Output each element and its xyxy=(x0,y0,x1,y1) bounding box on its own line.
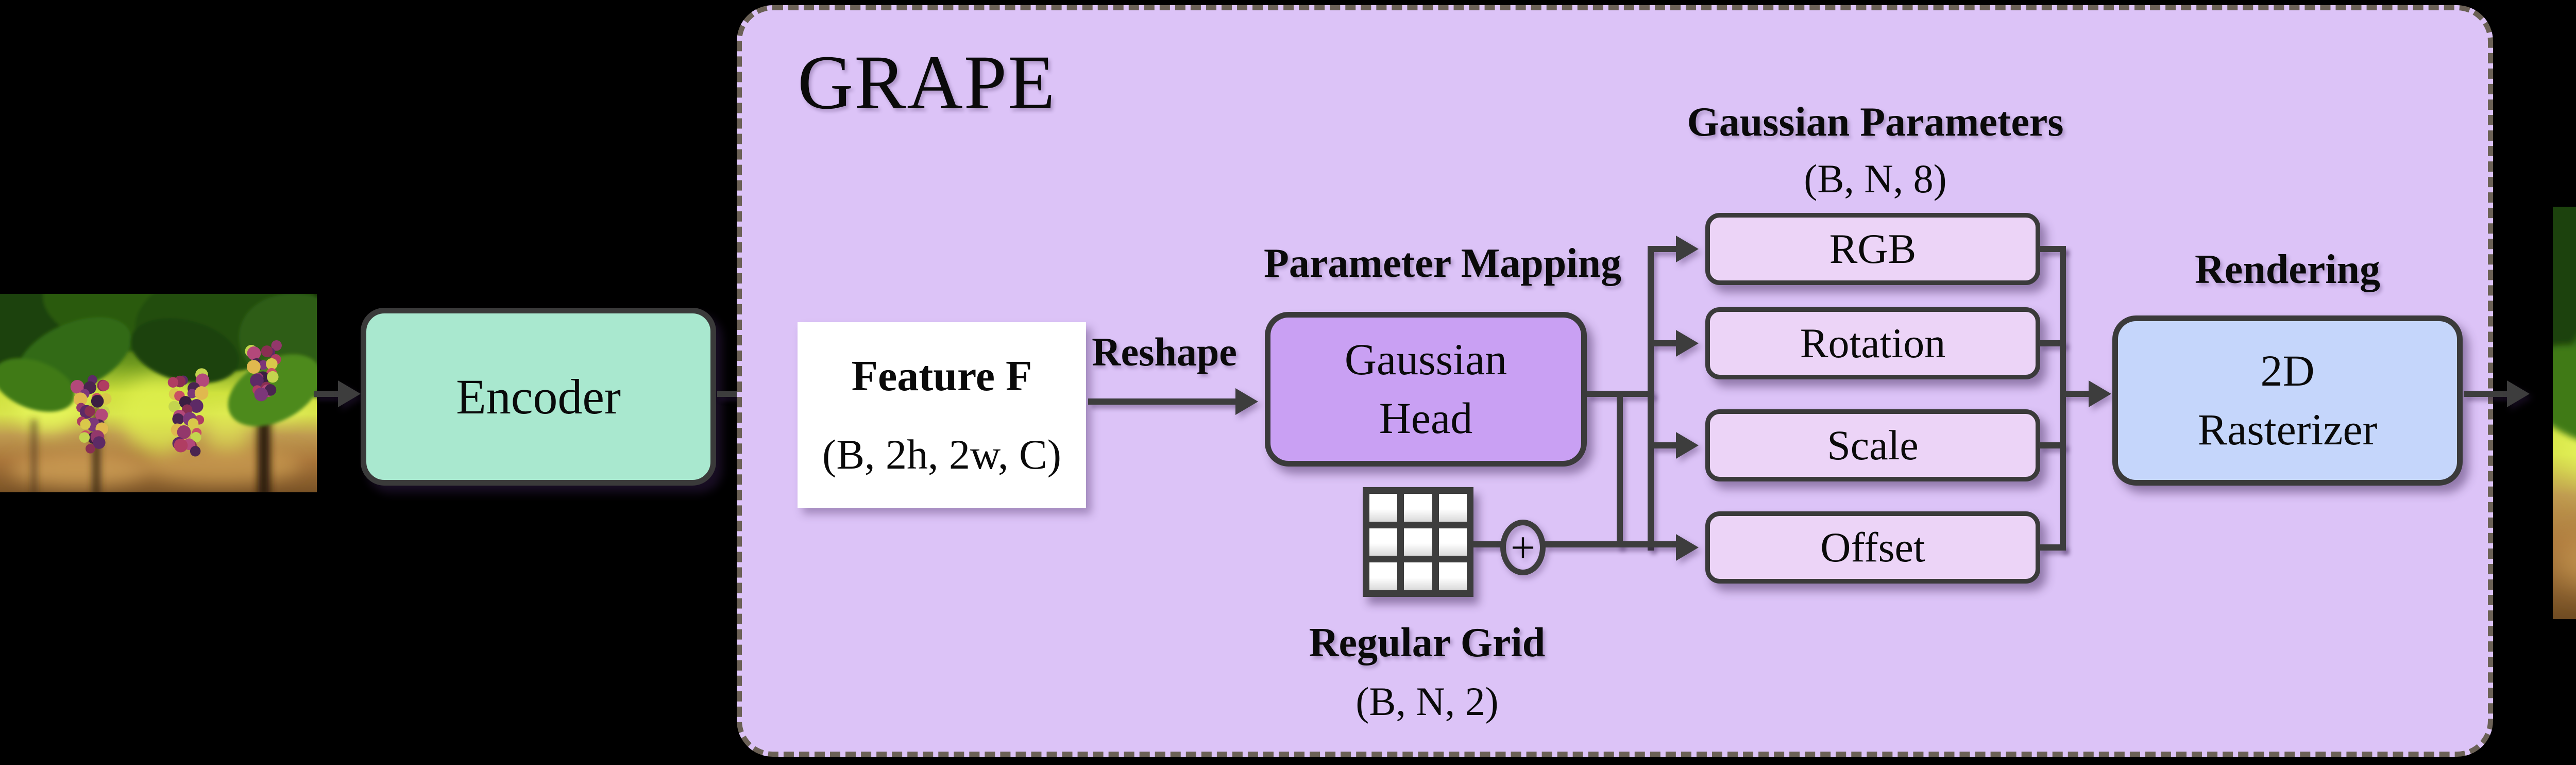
line-plus-to-offset xyxy=(1545,541,1677,547)
regular-grid-shape: (B, N, 2) xyxy=(1355,679,1499,724)
line-to-rasterizer xyxy=(2063,391,2090,397)
feature-box: Feature F (B, 2h, 2w, C) xyxy=(798,322,1086,508)
arrowhead-input-to-encoder xyxy=(338,380,361,407)
arrowhead-reshape xyxy=(1235,388,1258,415)
param-label-rgb: RGB xyxy=(1829,225,1917,272)
rasterizer-box: 2D Rasterizer xyxy=(2112,315,2463,486)
line-offset-out xyxy=(2039,544,2066,551)
rasterizer-label-line1: 2D xyxy=(2260,346,2315,396)
rasterizer-label-line2: Rasterizer xyxy=(2197,405,2378,454)
arrowhead-to-rotation xyxy=(1676,330,1699,357)
param-box-rgb: RGB xyxy=(1705,213,2040,285)
regular-grid-icon xyxy=(1363,487,1473,597)
line-to-rgb xyxy=(1651,246,1677,252)
plus-icon: + xyxy=(1500,520,1546,575)
line-rgb-out xyxy=(2039,246,2066,252)
line-rotation-out xyxy=(2039,340,2066,346)
plus-operator: + xyxy=(1510,523,1536,572)
arrow-input-to-encoder xyxy=(314,391,340,397)
arrowhead-to-offset xyxy=(1676,534,1699,561)
param-label-offset: Offset xyxy=(1820,524,1925,571)
arrowhead-to-rasterizer xyxy=(2089,380,2111,407)
param-label-rotation: Rotation xyxy=(1800,320,1946,367)
arrow-reshape xyxy=(1088,398,1238,405)
param-label-scale: Scale xyxy=(1827,422,1919,469)
line-right-bus xyxy=(2060,246,2066,551)
parameter-mapping-label: Parameter Mapping xyxy=(1264,241,1621,286)
arrowhead-rasterizer-to-output xyxy=(2507,380,2530,407)
gaussian-parameters-shape: (B, N, 8) xyxy=(1804,156,1947,201)
line-to-rotation xyxy=(1651,340,1677,346)
gaussian-head-box: Gaussian Head xyxy=(1265,312,1587,467)
param-box-offset: Offset xyxy=(1705,511,2040,584)
regular-grid-title: Regular Grid xyxy=(1309,620,1546,666)
arrowhead-to-rgb xyxy=(1676,236,1699,262)
input-image xyxy=(0,294,317,492)
encoder-box: Encoder xyxy=(361,308,716,486)
line-grid-to-plus xyxy=(1472,541,1501,547)
diagram-title: GRAPE xyxy=(798,40,1056,125)
output-image xyxy=(2553,207,2576,619)
line-to-scale xyxy=(1651,442,1677,448)
gaussian-parameters-title: Gaussian Parameters xyxy=(1687,99,2064,145)
gaussian-head-label-line1: Gaussian xyxy=(1344,335,1507,385)
feature-label: Feature F xyxy=(851,352,1032,401)
arrowhead-to-scale xyxy=(1676,432,1699,459)
reshape-label: Reshape xyxy=(1092,329,1237,374)
rendering-label: Rendering xyxy=(2195,247,2380,292)
param-box-rotation: Rotation xyxy=(1705,307,2040,379)
line-left-bus xyxy=(1648,246,1654,551)
feature-shape: (B, 2h, 2w, C) xyxy=(822,430,1061,478)
gaussian-head-label-line2: Head xyxy=(1379,393,1473,443)
line-offset-drop xyxy=(1617,394,1623,547)
encoder-label: Encoder xyxy=(456,369,621,424)
line-scale-out xyxy=(2039,442,2066,448)
arrow-rasterizer-to-output xyxy=(2464,391,2508,397)
param-box-scale: Scale xyxy=(1705,409,2040,481)
